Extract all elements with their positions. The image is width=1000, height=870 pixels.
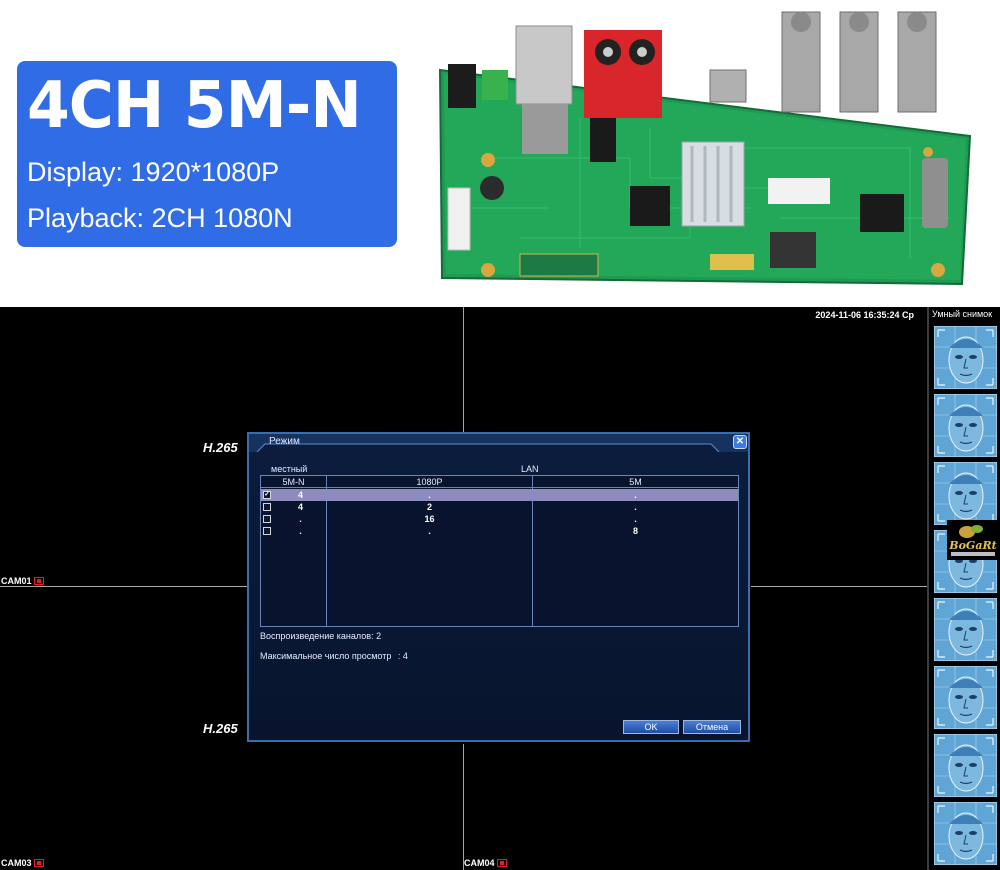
display-spec: Display: 1920*1080P [27,157,280,187]
playback-channels-value: 2 [376,631,382,641]
face-snapshot-thumbnail[interactable] [934,802,997,865]
face-icon [934,666,997,729]
camera-name: CAM03 [1,858,32,868]
record-icon [496,859,507,867]
max-preview-label: Максимальное число просмотр [260,651,392,661]
camera-name: CAM04 [464,858,495,868]
column-divider [532,476,533,626]
cell-5m-n: . [299,514,302,524]
cancel-button[interactable]: Отмена [683,720,741,734]
codec-label: H.265 [203,721,238,736]
grid-line [751,586,927,587]
mode-checkbox[interactable] [263,515,271,523]
mode-dialog: Режим ✕ местный LAN 5M-N 1080P 5M ✓ 4 . … [247,432,750,742]
mode-row-4[interactable]: . . 8 [261,525,738,537]
mode-row-1[interactable]: ✓ 4 . . [261,489,738,501]
camera-label-cam01: CAM01 [1,576,44,586]
record-icon [33,859,44,867]
face-snapshot-thumbnail[interactable] [934,462,997,525]
svg-text:BoGaRt: BoGaRt [948,539,996,552]
playback-channels-info: Воспроизведение каналов: 2 [260,631,381,641]
max-preview-info: Максимальное число просмотр : 4 [260,651,408,661]
face-snapshot-thumbnail[interactable] [934,734,997,797]
cell-1080p: 2 [426,502,432,512]
cell-1080p: 16 [424,514,435,524]
face-snapshot-thumbnail[interactable] [934,394,997,457]
logo: BoGaRt [947,520,999,560]
column-header-1080p: 1080P [327,476,532,488]
column-header-5m: 5M [533,476,738,488]
column-divider [326,476,327,626]
product-banner: 4CH 5M-N Display: 1920*1080P Playback: 2… [0,0,1000,305]
face-icon [934,802,997,865]
ok-button[interactable]: OK [623,720,679,734]
face-icon [934,462,997,525]
cell-5m-n: 4 [297,490,303,500]
mode-checkbox[interactable] [263,527,271,535]
close-icon: ✕ [735,436,745,447]
dialog-title: Режим [269,436,300,447]
face-snapshot-thumbnail[interactable] [934,326,997,389]
playback-channels-label: Воспроизведение каналов: [260,631,374,641]
camera-label-cam03: CAM03 [1,858,44,868]
lan-header: LAN [521,464,539,474]
mode-row-3[interactable]: . 16 . [261,513,738,525]
grid-line [0,586,247,587]
spec-card: 4CH 5M-N Display: 1920*1080P Playback: 2… [17,61,397,247]
face-icon [934,394,997,457]
record-icon [33,577,44,585]
titlebar-background [249,434,748,452]
camera-label-cam04: CAM04 [464,858,507,868]
cell-1080p: . [428,526,431,536]
grid-line [463,307,464,432]
mode-row-2[interactable]: 4 2 . [261,501,738,513]
product-title: 4CH 5M-N [27,69,362,143]
mode-table: 5M-N 1080P 5M ✓ 4 . . 4 2 . . 16 . [260,475,739,627]
cell-5m: . [634,514,637,524]
close-button[interactable]: ✕ [733,435,747,449]
face-icon [934,734,997,797]
dialog-titlebar[interactable]: Режим ✕ [249,434,748,452]
face-snapshot-thumbnail[interactable] [934,598,997,661]
cell-1080p: . [428,490,431,500]
camera-name: CAM01 [1,576,32,586]
panel-separator [927,307,929,870]
face-icon [934,326,997,389]
max-preview-value: : 4 [397,651,408,661]
face-icon [934,598,997,661]
cell-5m: . [634,502,637,512]
codec-label: H.265 [203,440,238,455]
smart-snapshot-panel: Умный снимок [929,307,1000,870]
cell-5m: . [634,490,637,500]
mode-checkbox[interactable]: ✓ [263,491,271,499]
cell-5m-n: . [299,526,302,536]
column-header-5m-n: 5M-N [261,476,326,488]
local-header: местный [271,464,308,474]
timestamp: 2024-11-06 16:35:24 Ср [815,310,914,320]
cell-5m-n: 4 [297,502,303,512]
snapshot-panel-title: Умный снимок [932,309,993,319]
mode-checkbox[interactable] [263,503,271,511]
dvr-live-view: 2024-11-06 16:35:24 Ср H.265 H.265 CAM01… [0,307,1000,870]
cell-5m: 8 [632,526,638,536]
face-snapshot-thumbnail[interactable] [934,666,997,729]
dvr-board-image [438,11,972,286]
playback-spec: Playback: 2CH 1080N [27,203,293,233]
grid-line [463,744,464,870]
